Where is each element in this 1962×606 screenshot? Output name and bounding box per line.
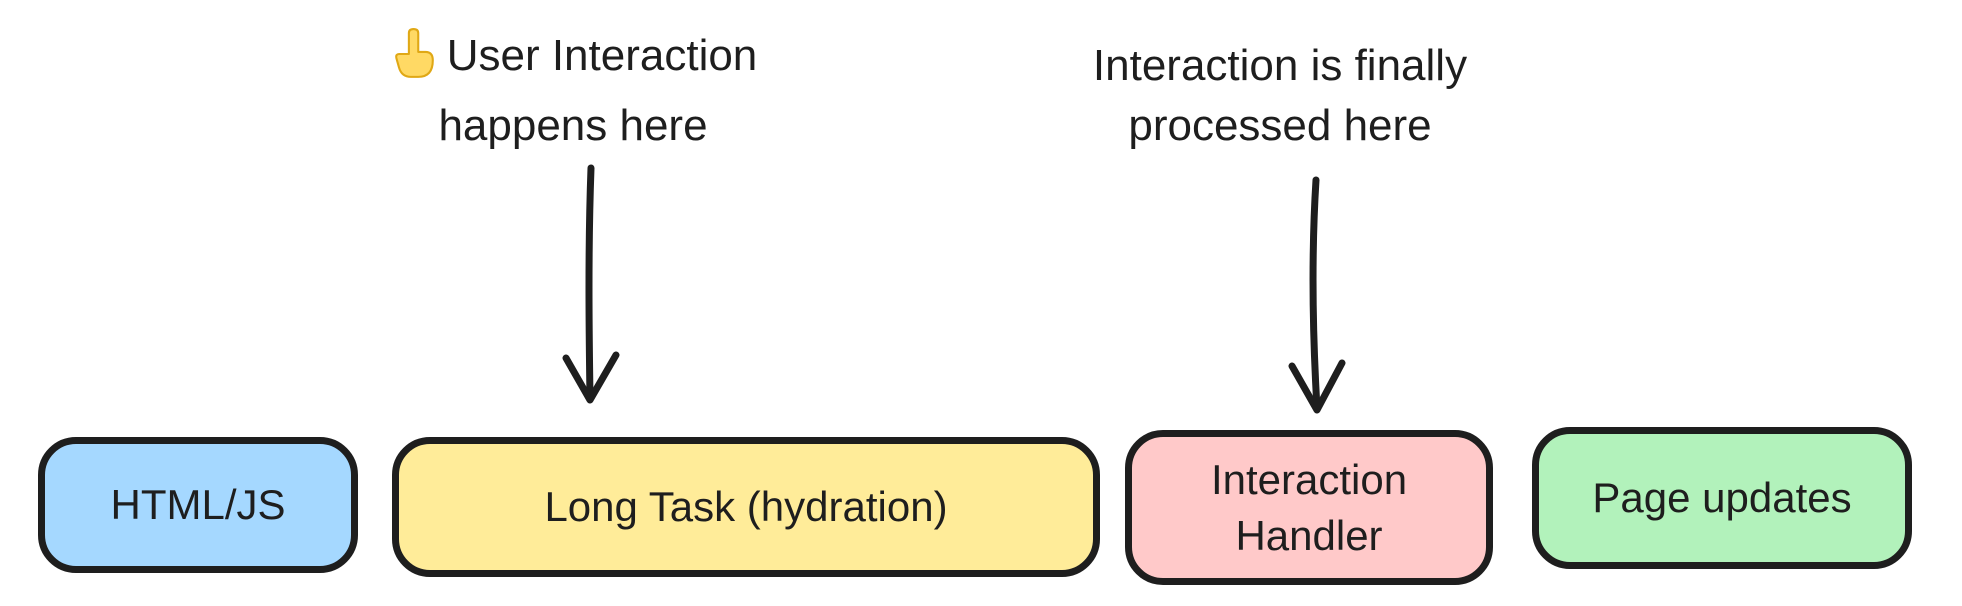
box-label-line2: Handler [1235, 511, 1383, 559]
pointing-up-hand-icon [389, 28, 435, 96]
box-html-js: HTML/JS [38, 437, 358, 573]
annotation-user-interaction: User Interaction happens here [318, 26, 828, 156]
box-long-task: Long Task (hydration) [392, 437, 1100, 577]
box-label: Page updates [1592, 474, 1852, 522]
annotation-processed-line2: processed here [1128, 101, 1432, 150]
box-label: Long Task (hydration) [544, 483, 948, 531]
annotation-user-interaction-line2: happens here [438, 101, 708, 150]
annotation-user-interaction-line1: User Interaction [318, 26, 828, 96]
annotation-text: User Interaction [446, 31, 758, 80]
box-label: HTML/JS [110, 481, 286, 529]
box-label-line1: Interaction [1210, 456, 1408, 504]
arrow-processed [1288, 176, 1346, 414]
annotation-processed: Interaction is finally processed here [1025, 36, 1535, 156]
box-page-updates: Page updates [1532, 427, 1912, 569]
annotation-processed-line1: Interaction is finally [1092, 41, 1468, 90]
arrow-user-interaction [562, 164, 620, 404]
box-interaction-handler: Interaction Handler [1125, 430, 1493, 585]
